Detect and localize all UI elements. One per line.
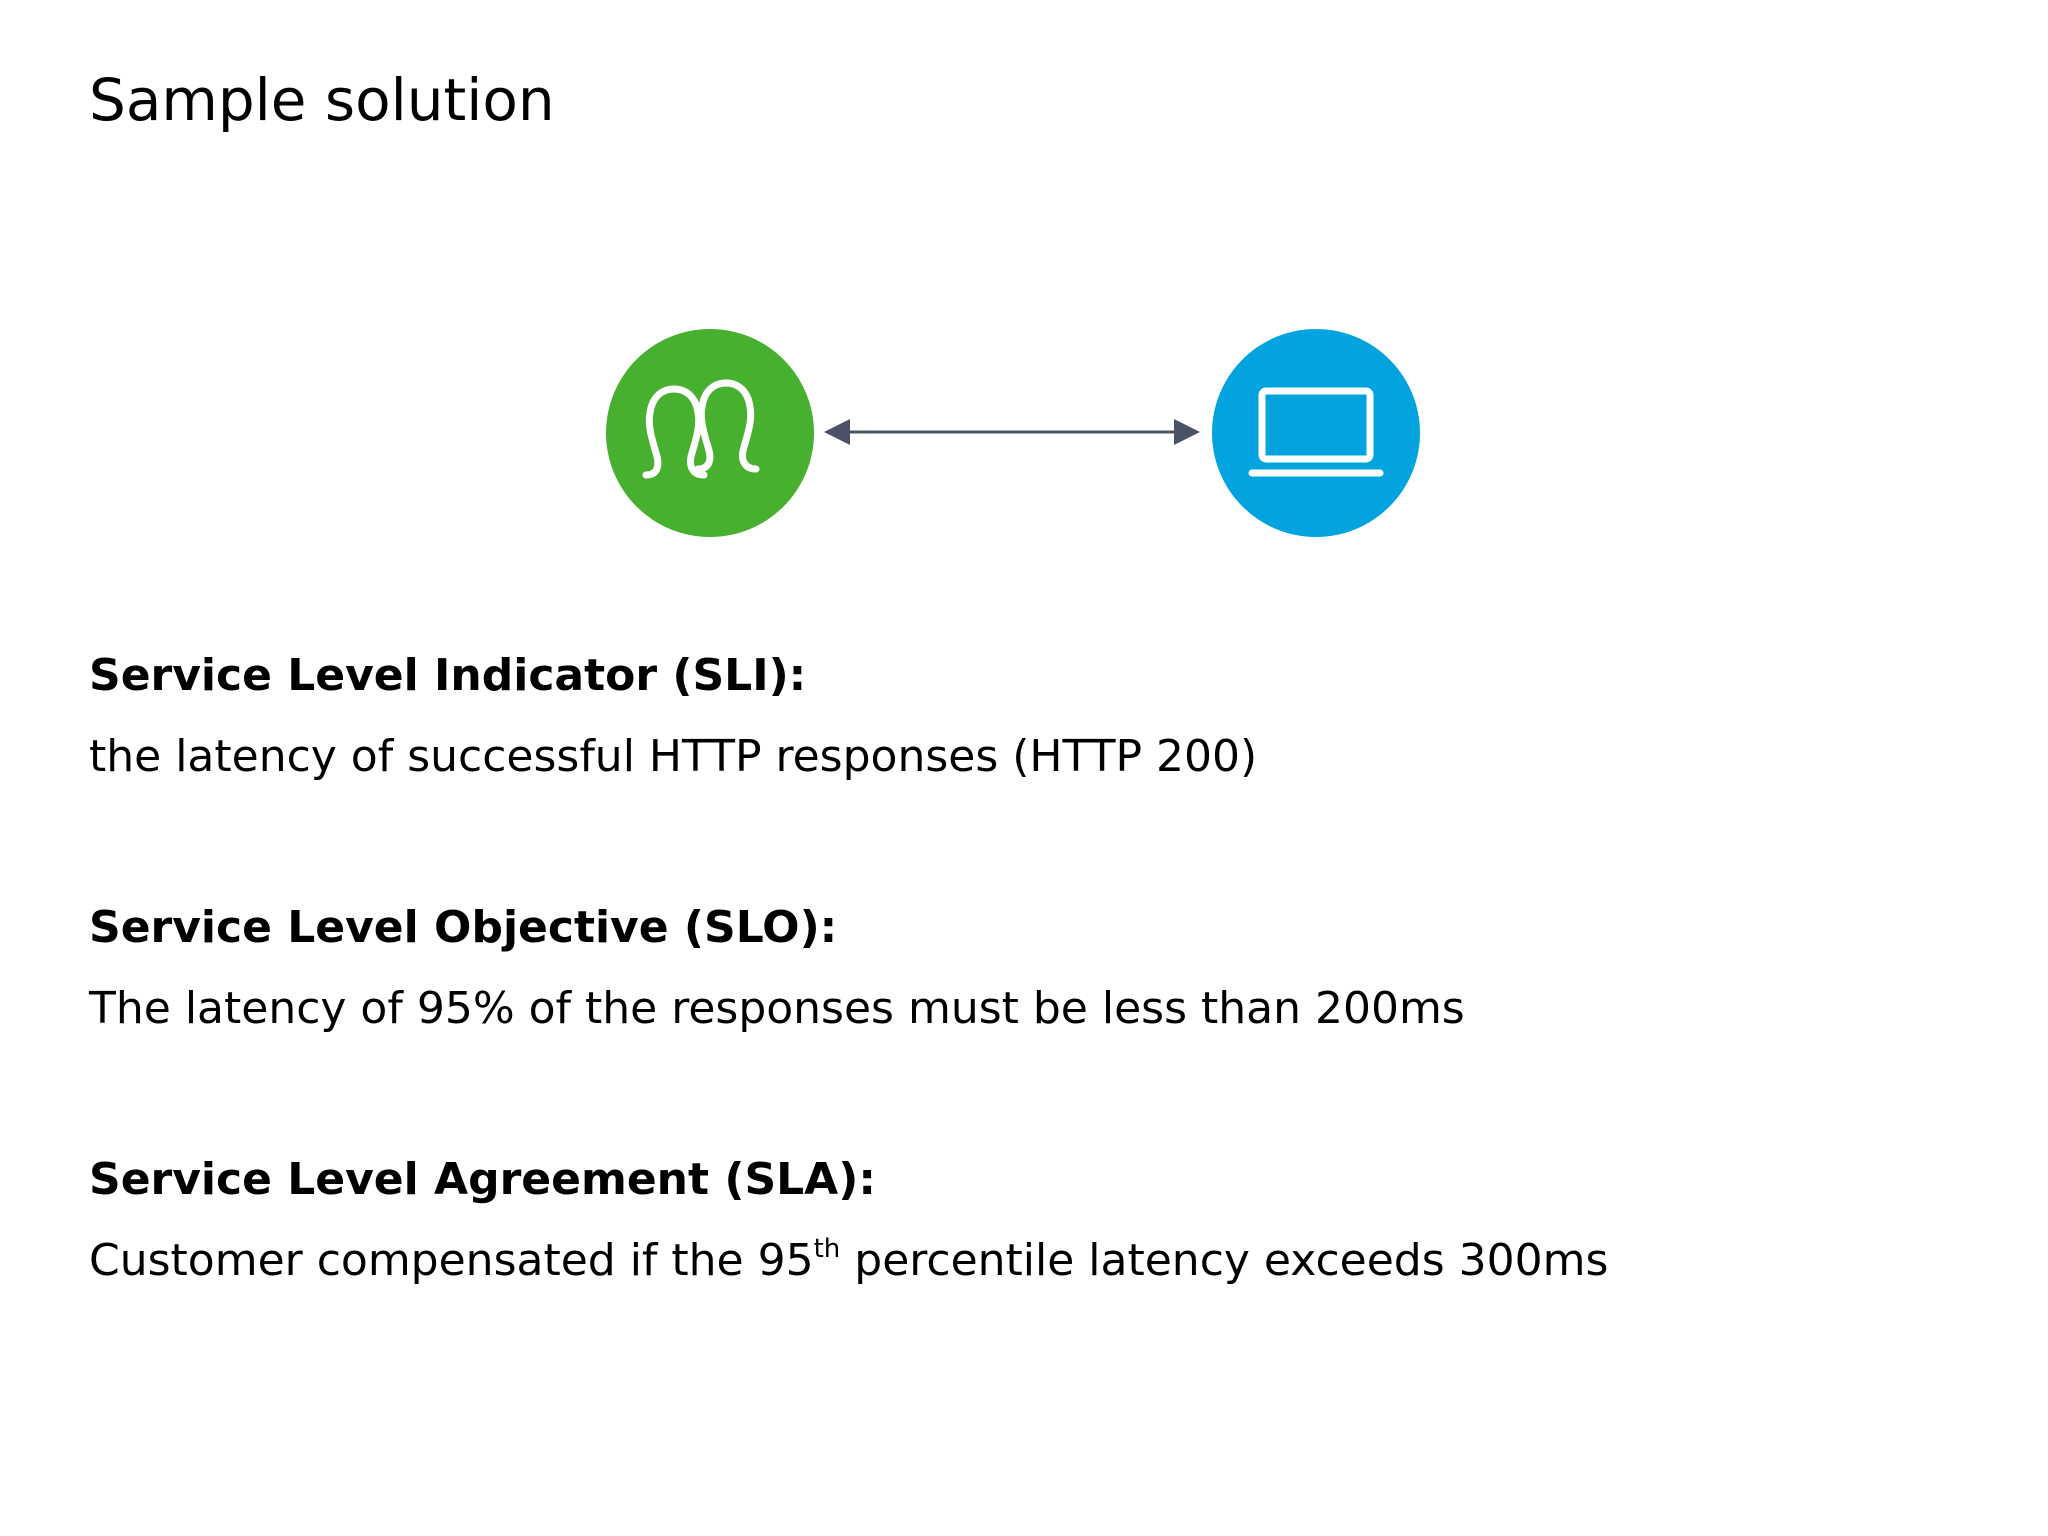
sla-text: Customer compensated if the 95th percent… <box>89 1235 1608 1288</box>
slo-text: The latency of 95% of the responses must… <box>89 982 1465 1034</box>
slide-title: Sample solution <box>89 66 555 134</box>
sli-section: Service Level Indicator (SLI): the laten… <box>89 650 1257 784</box>
sli-heading: Service Level Indicator (SLI): <box>89 650 807 701</box>
sla-text-after: percentile latency exceeds 300ms <box>840 1234 1609 1286</box>
sli-text: the latency of successful HTTP responses… <box>89 730 1258 782</box>
sla-section: Service Level Agreement (SLA): Customer … <box>89 1154 1608 1288</box>
sla-text-before: Customer compensated if the 95 <box>89 1234 814 1286</box>
user-laptop-diagram <box>600 325 1430 541</box>
laptop-icon <box>1248 387 1384 477</box>
sla-text-superscript: th <box>813 1233 841 1264</box>
users-circle <box>606 329 814 537</box>
slo-section: Service Level Objective (SLO): The laten… <box>89 902 1465 1036</box>
bidirectional-arrow <box>824 419 1200 445</box>
laptop-circle <box>1212 329 1420 537</box>
sla-heading: Service Level Agreement (SLA): <box>89 1154 876 1205</box>
users-icon <box>642 379 760 479</box>
slo-heading: Service Level Objective (SLO): <box>89 902 838 953</box>
